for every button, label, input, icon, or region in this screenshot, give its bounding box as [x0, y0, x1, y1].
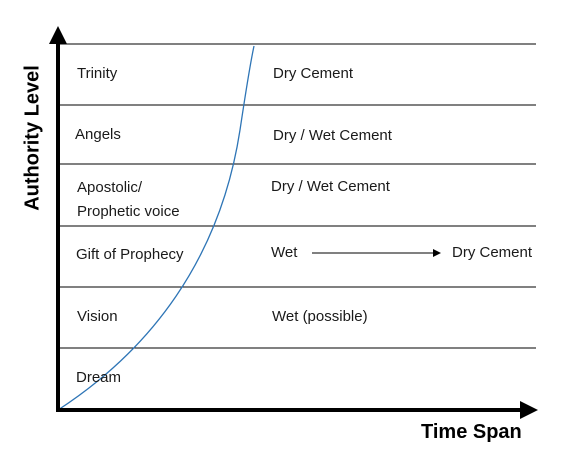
level-label-prophetic-voice: Prophetic voice	[77, 203, 180, 220]
state-label-gift-dry: Dry Cement	[452, 244, 533, 261]
level-label-angels: Angels	[75, 126, 121, 143]
x-axis-arrowhead	[520, 401, 538, 419]
level-label-trinity: Trinity	[77, 65, 118, 82]
y-axis-arrowhead	[49, 26, 67, 44]
authority-curve	[57, 45, 255, 411]
state-label-angels: Dry / Wet Cement	[273, 127, 392, 144]
level-label-apostolic: Apostolic/	[77, 179, 143, 196]
level-label-gift-of-prophecy: Gift of Prophecy	[76, 246, 184, 263]
level-label-dream: Dream	[76, 369, 122, 386]
y-axis-title: Authority Level	[21, 65, 44, 211]
state-label-trinity: Dry Cement	[273, 65, 354, 82]
state-label-vision: Wet (possible)	[272, 308, 368, 325]
state-label-gift-wet: Wet	[271, 244, 298, 261]
level-label-vision: Vision	[77, 308, 118, 325]
x-axis-title: Time Span	[421, 421, 522, 443]
state-label-apostolic: Dry / Wet Cement	[271, 178, 390, 195]
